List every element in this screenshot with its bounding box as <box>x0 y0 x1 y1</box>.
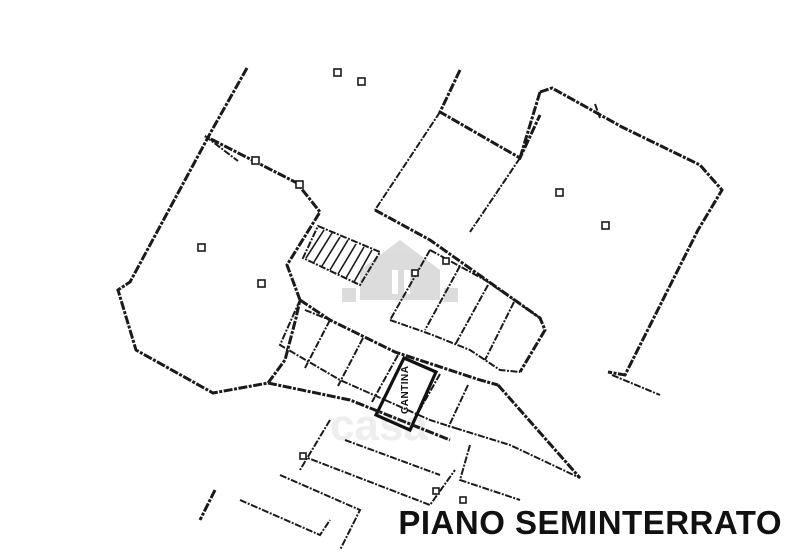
left-room <box>116 67 366 395</box>
watermark-logo <box>342 240 458 302</box>
top-wall <box>438 69 542 161</box>
cellar-row-upper <box>389 249 541 373</box>
stairs <box>301 224 382 287</box>
cantina-label: CANTINA <box>400 366 411 415</box>
right-room <box>518 86 724 396</box>
corridor-wall-lower <box>299 298 499 387</box>
floor-title: PIANO SEMINTERRATO <box>398 504 782 541</box>
cantina-highlight <box>373 355 439 433</box>
lower-area <box>198 381 582 551</box>
cellar-row-lower <box>278 299 469 429</box>
